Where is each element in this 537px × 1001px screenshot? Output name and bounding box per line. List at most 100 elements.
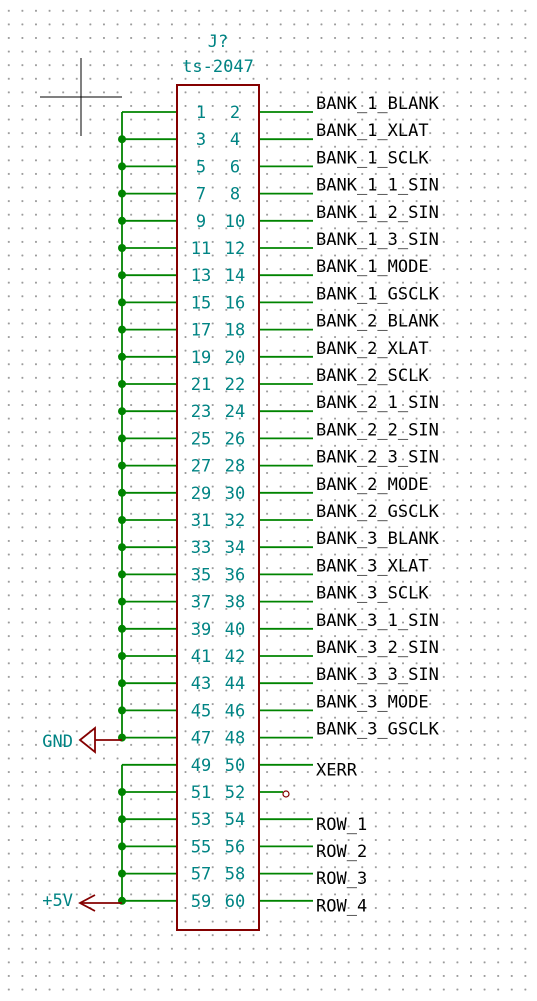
right-wire-group bbox=[259, 111, 313, 902]
pin-47-number: 47 bbox=[191, 729, 211, 749]
junction-dot bbox=[118, 189, 126, 198]
net-label[interactable]: BANK_2_3_SIN bbox=[316, 448, 439, 468]
pin-5-number: 5 bbox=[196, 157, 206, 177]
junction-dot bbox=[118, 461, 126, 470]
net-label[interactable]: BANK_2_SCLK bbox=[316, 366, 429, 386]
net-label[interactable]: BANK_2_1_SIN bbox=[316, 393, 439, 413]
pin-26-number: 26 bbox=[225, 429, 245, 449]
pin-12-number: 12 bbox=[225, 239, 245, 259]
pin-4-number: 4 bbox=[230, 130, 240, 150]
net-label[interactable]: BANK_1_XLAT bbox=[316, 121, 429, 141]
net-label[interactable]: ROW_3 bbox=[316, 869, 367, 889]
pin-56-number: 56 bbox=[225, 837, 245, 857]
pin-48-number: 48 bbox=[225, 729, 245, 749]
net-label[interactable]: ROW_1 bbox=[316, 815, 367, 835]
pin-22-number: 22 bbox=[225, 375, 245, 395]
component-value: ts-2047 bbox=[182, 57, 254, 77]
net-label[interactable]: BANK_2_GSCLK bbox=[316, 502, 440, 522]
pin-11-number: 11 bbox=[191, 239, 211, 259]
junction-dot bbox=[118, 543, 126, 552]
net-label[interactable]: BANK_1_SCLK bbox=[316, 148, 429, 168]
net-label[interactable]: BANK_3_XLAT bbox=[316, 556, 429, 576]
pin-28-number: 28 bbox=[225, 457, 245, 477]
net-label[interactable]: BANK_3_GSCLK bbox=[316, 720, 440, 740]
net-label[interactable]: BANK_2_MODE bbox=[316, 475, 429, 495]
junction-dot bbox=[118, 407, 126, 416]
pin-17-number: 17 bbox=[191, 321, 211, 341]
junction-dot bbox=[118, 570, 126, 579]
net-label[interactable]: BANK_2_2_SIN bbox=[316, 420, 439, 440]
net-label[interactable]: XERR bbox=[316, 760, 358, 780]
pin-33-number: 33 bbox=[191, 538, 211, 558]
pin-23-number: 23 bbox=[191, 402, 211, 422]
pin-10-number: 10 bbox=[225, 212, 245, 232]
pin-43-number: 43 bbox=[191, 674, 211, 694]
junction-dot bbox=[118, 352, 126, 361]
junction-dot bbox=[118, 624, 126, 633]
net-label[interactable]: BANK_3_BLANK bbox=[316, 529, 440, 549]
pin-16-number: 16 bbox=[225, 293, 245, 313]
net-label[interactable]: BANK_1_2_SIN bbox=[316, 203, 439, 223]
pin-2-number: 2 bbox=[230, 103, 240, 123]
pin-27-number: 27 bbox=[191, 457, 211, 477]
crosshair-cursor bbox=[40, 58, 122, 136]
net-label[interactable]: ROW_2 bbox=[316, 842, 367, 862]
no-connect-marker[interactable] bbox=[282, 790, 290, 798]
pin-19-number: 19 bbox=[191, 348, 211, 368]
pin-7-number: 7 bbox=[196, 185, 206, 205]
net-label[interactable]: BANK_3_SCLK bbox=[316, 584, 429, 604]
net-label[interactable]: BANK_1_GSCLK bbox=[316, 284, 440, 304]
pin-9-number: 9 bbox=[196, 212, 206, 232]
net-label[interactable]: BANK_3_2_SIN bbox=[316, 638, 439, 658]
junction-dot bbox=[118, 842, 126, 851]
junction-dot bbox=[118, 652, 126, 660]
pin-34-number: 34 bbox=[225, 538, 245, 558]
pin-58-number: 58 bbox=[225, 865, 245, 885]
pin-38-number: 38 bbox=[225, 593, 245, 613]
net-label[interactable]: BANK_3_1_SIN bbox=[316, 611, 439, 631]
pin-57-number: 57 bbox=[191, 865, 211, 885]
pin-number-group: 1357911131517192123252729313335373941434… bbox=[191, 103, 245, 912]
junction-dot bbox=[118, 597, 126, 606]
net-label[interactable]: BANK_2_XLAT bbox=[316, 339, 429, 359]
pin-54-number: 54 bbox=[225, 810, 245, 830]
pin-36-number: 36 bbox=[225, 565, 245, 585]
pin-44-number: 44 bbox=[225, 674, 245, 694]
junction-dot bbox=[118, 298, 126, 307]
gnd-label: GND bbox=[42, 732, 73, 752]
pin-39-number: 39 bbox=[191, 620, 211, 640]
pin-45-number: 45 bbox=[191, 701, 211, 721]
pin-8-number: 8 bbox=[230, 185, 240, 205]
pin-52-number: 52 bbox=[225, 783, 245, 803]
junction-dot bbox=[118, 244, 126, 252]
pin-15-number: 15 bbox=[191, 293, 211, 313]
pin-25-number: 25 bbox=[191, 429, 211, 449]
pin-37-number: 37 bbox=[191, 593, 211, 613]
net-label[interactable]: BANK_3_MODE bbox=[316, 692, 429, 712]
pin-46-number: 46 bbox=[225, 701, 245, 721]
connector-body[interactable] bbox=[176, 84, 260, 931]
gnd-arrow-icon bbox=[78, 726, 96, 754]
net-label[interactable]: BANK_3_3_SIN bbox=[316, 665, 439, 685]
net-label[interactable]: BANK_2_BLANK bbox=[316, 312, 440, 332]
pin-6-number: 6 bbox=[230, 157, 240, 177]
pin-40-number: 40 bbox=[225, 620, 245, 640]
net-label[interactable]: BANK_1_1_SIN bbox=[316, 176, 439, 196]
vcc-label: +5V bbox=[42, 891, 73, 911]
pin-35-number: 35 bbox=[191, 565, 211, 585]
pin-32-number: 32 bbox=[225, 511, 245, 531]
gnd-power-symbol[interactable]: GND bbox=[42, 726, 122, 754]
net-label[interactable]: BANK_1_3_SIN bbox=[316, 230, 439, 250]
junction-dot bbox=[118, 135, 126, 144]
vcc-power-symbol[interactable]: +5V bbox=[42, 891, 122, 912]
pin-3-number: 3 bbox=[196, 130, 206, 150]
net-label-group: BANK_1_BLANK BANK_1_XLAT BANK_1_SCLK BANK_1… bbox=[316, 94, 440, 916]
pin-42-number: 42 bbox=[225, 647, 245, 667]
net-label[interactable]: BANK_1_MODE bbox=[316, 257, 429, 277]
net-label[interactable]: BANK_1_BLANK bbox=[316, 94, 440, 114]
pin-55-number: 55 bbox=[191, 837, 211, 857]
pin-14-number: 14 bbox=[225, 266, 245, 286]
net-label[interactable]: ROW_4 bbox=[316, 896, 367, 916]
pin-13-number: 13 bbox=[191, 266, 211, 286]
pin-29-number: 29 bbox=[191, 484, 211, 504]
